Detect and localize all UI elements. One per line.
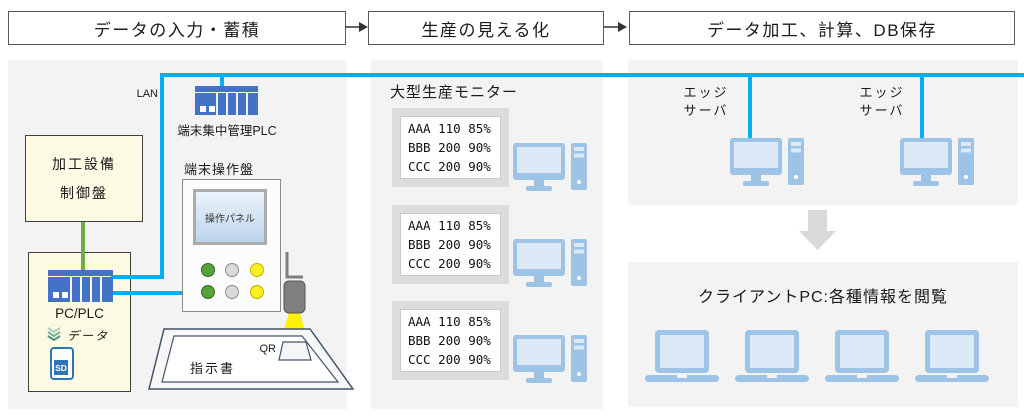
terminal-panel-label: 端末操作盤 [184, 162, 255, 177]
pc-plc-label: PC/PLC [55, 306, 104, 321]
down-arrow-icon [799, 210, 836, 250]
monitor-line: CCC 200 90% [408, 256, 491, 271]
green-button [201, 285, 215, 299]
sd-card-icon: SD [50, 347, 74, 380]
edge-server-label-line1: エッジ [859, 85, 905, 100]
production-monitor-frame: AAA 110 85% BBB 200 90% CCC 200 90% [392, 108, 509, 187]
sd-card-label: SD [54, 360, 68, 375]
machine-box-line2: 制御盤 [60, 184, 108, 201]
production-monitor-title: 大型生産モニター [390, 84, 519, 101]
laptop-icon [735, 330, 809, 382]
yellow-button [250, 263, 264, 277]
instruction-sheet-label: 指示書 [190, 361, 236, 376]
laptop-icon [645, 330, 719, 382]
laptop-icon [825, 330, 899, 382]
monitor-line: AAA 110 85% [408, 314, 491, 329]
edge-server-label-line2: サーバ [683, 103, 729, 118]
desktop-pc-icon [513, 239, 587, 287]
step-label: データ加工、計算、DB保存 [706, 20, 938, 40]
terminal-operation-panel: 操作パネル [182, 179, 281, 312]
production-monitor-screen: AAA 110 85% BBB 200 90% CCC 200 90% [400, 213, 501, 276]
monitor-line: CCC 200 90% [408, 352, 491, 367]
step-box-visualization: 生産の見える化 [368, 11, 604, 45]
data-chevron-icon [47, 327, 61, 341]
monitor-line: AAA 110 85% [408, 121, 491, 136]
machine-control-box: 加工設備 制御盤 [25, 135, 143, 222]
production-monitor-frame: AAA 110 85% BBB 200 90% CCC 200 90% [392, 301, 509, 380]
step-box-db-save: データ加工、計算、DB保存 [629, 11, 1015, 45]
operation-screen: 操作パネル [193, 189, 267, 245]
monitor-line: AAA 110 85% [408, 218, 491, 233]
desktop-pc-icon [513, 335, 587, 383]
client-pc-title: クライアントPC:各種情報を閲覧 [697, 289, 949, 306]
laptop-icon [915, 330, 989, 382]
central-plc-label: 端末集中管理PLC [177, 124, 277, 138]
edge-server-panel [628, 60, 1018, 205]
monitor-line: BBB 200 90% [408, 333, 491, 348]
data-label: データ [67, 329, 110, 343]
central-plc-icon [195, 86, 258, 115]
edge-server-label-line2: サーバ [859, 103, 905, 118]
edge-server-label: エッジ サーバ [843, 84, 921, 120]
gray-button [225, 285, 239, 299]
step-label: 生産の見える化 [421, 20, 551, 40]
qr-label: QR [259, 343, 277, 355]
step-box-data-input: データの入力・蓄積 [8, 11, 346, 45]
edge-server-pc-icon [900, 138, 974, 186]
operation-screen-label: 操作パネル [205, 213, 255, 225]
edge-server-label: エッジ サーバ [667, 84, 745, 120]
green-button [201, 263, 215, 277]
desktop-pc-icon [513, 143, 587, 191]
step-label: データの入力・蓄積 [93, 20, 261, 40]
monitor-line: BBB 200 90% [408, 140, 491, 155]
edge-server-label-line1: エッジ [683, 85, 729, 100]
production-monitor-frame: AAA 110 85% BBB 200 90% CCC 200 90% [392, 205, 509, 284]
gray-button [225, 263, 239, 277]
edge-server-pc-icon [730, 138, 804, 186]
machine-box-line1: 加工設備 [52, 155, 116, 172]
monitor-line: CCC 200 90% [408, 159, 491, 174]
pc-plc-icon [48, 270, 113, 302]
lan-label: LAN [136, 88, 158, 100]
production-monitor-screen: AAA 110 85% BBB 200 90% CCC 200 90% [400, 116, 501, 179]
monitor-line: BBB 200 90% [408, 237, 491, 252]
production-monitor-screen: AAA 110 85% BBB 200 90% CCC 200 90% [400, 309, 501, 372]
yellow-button [250, 285, 264, 299]
